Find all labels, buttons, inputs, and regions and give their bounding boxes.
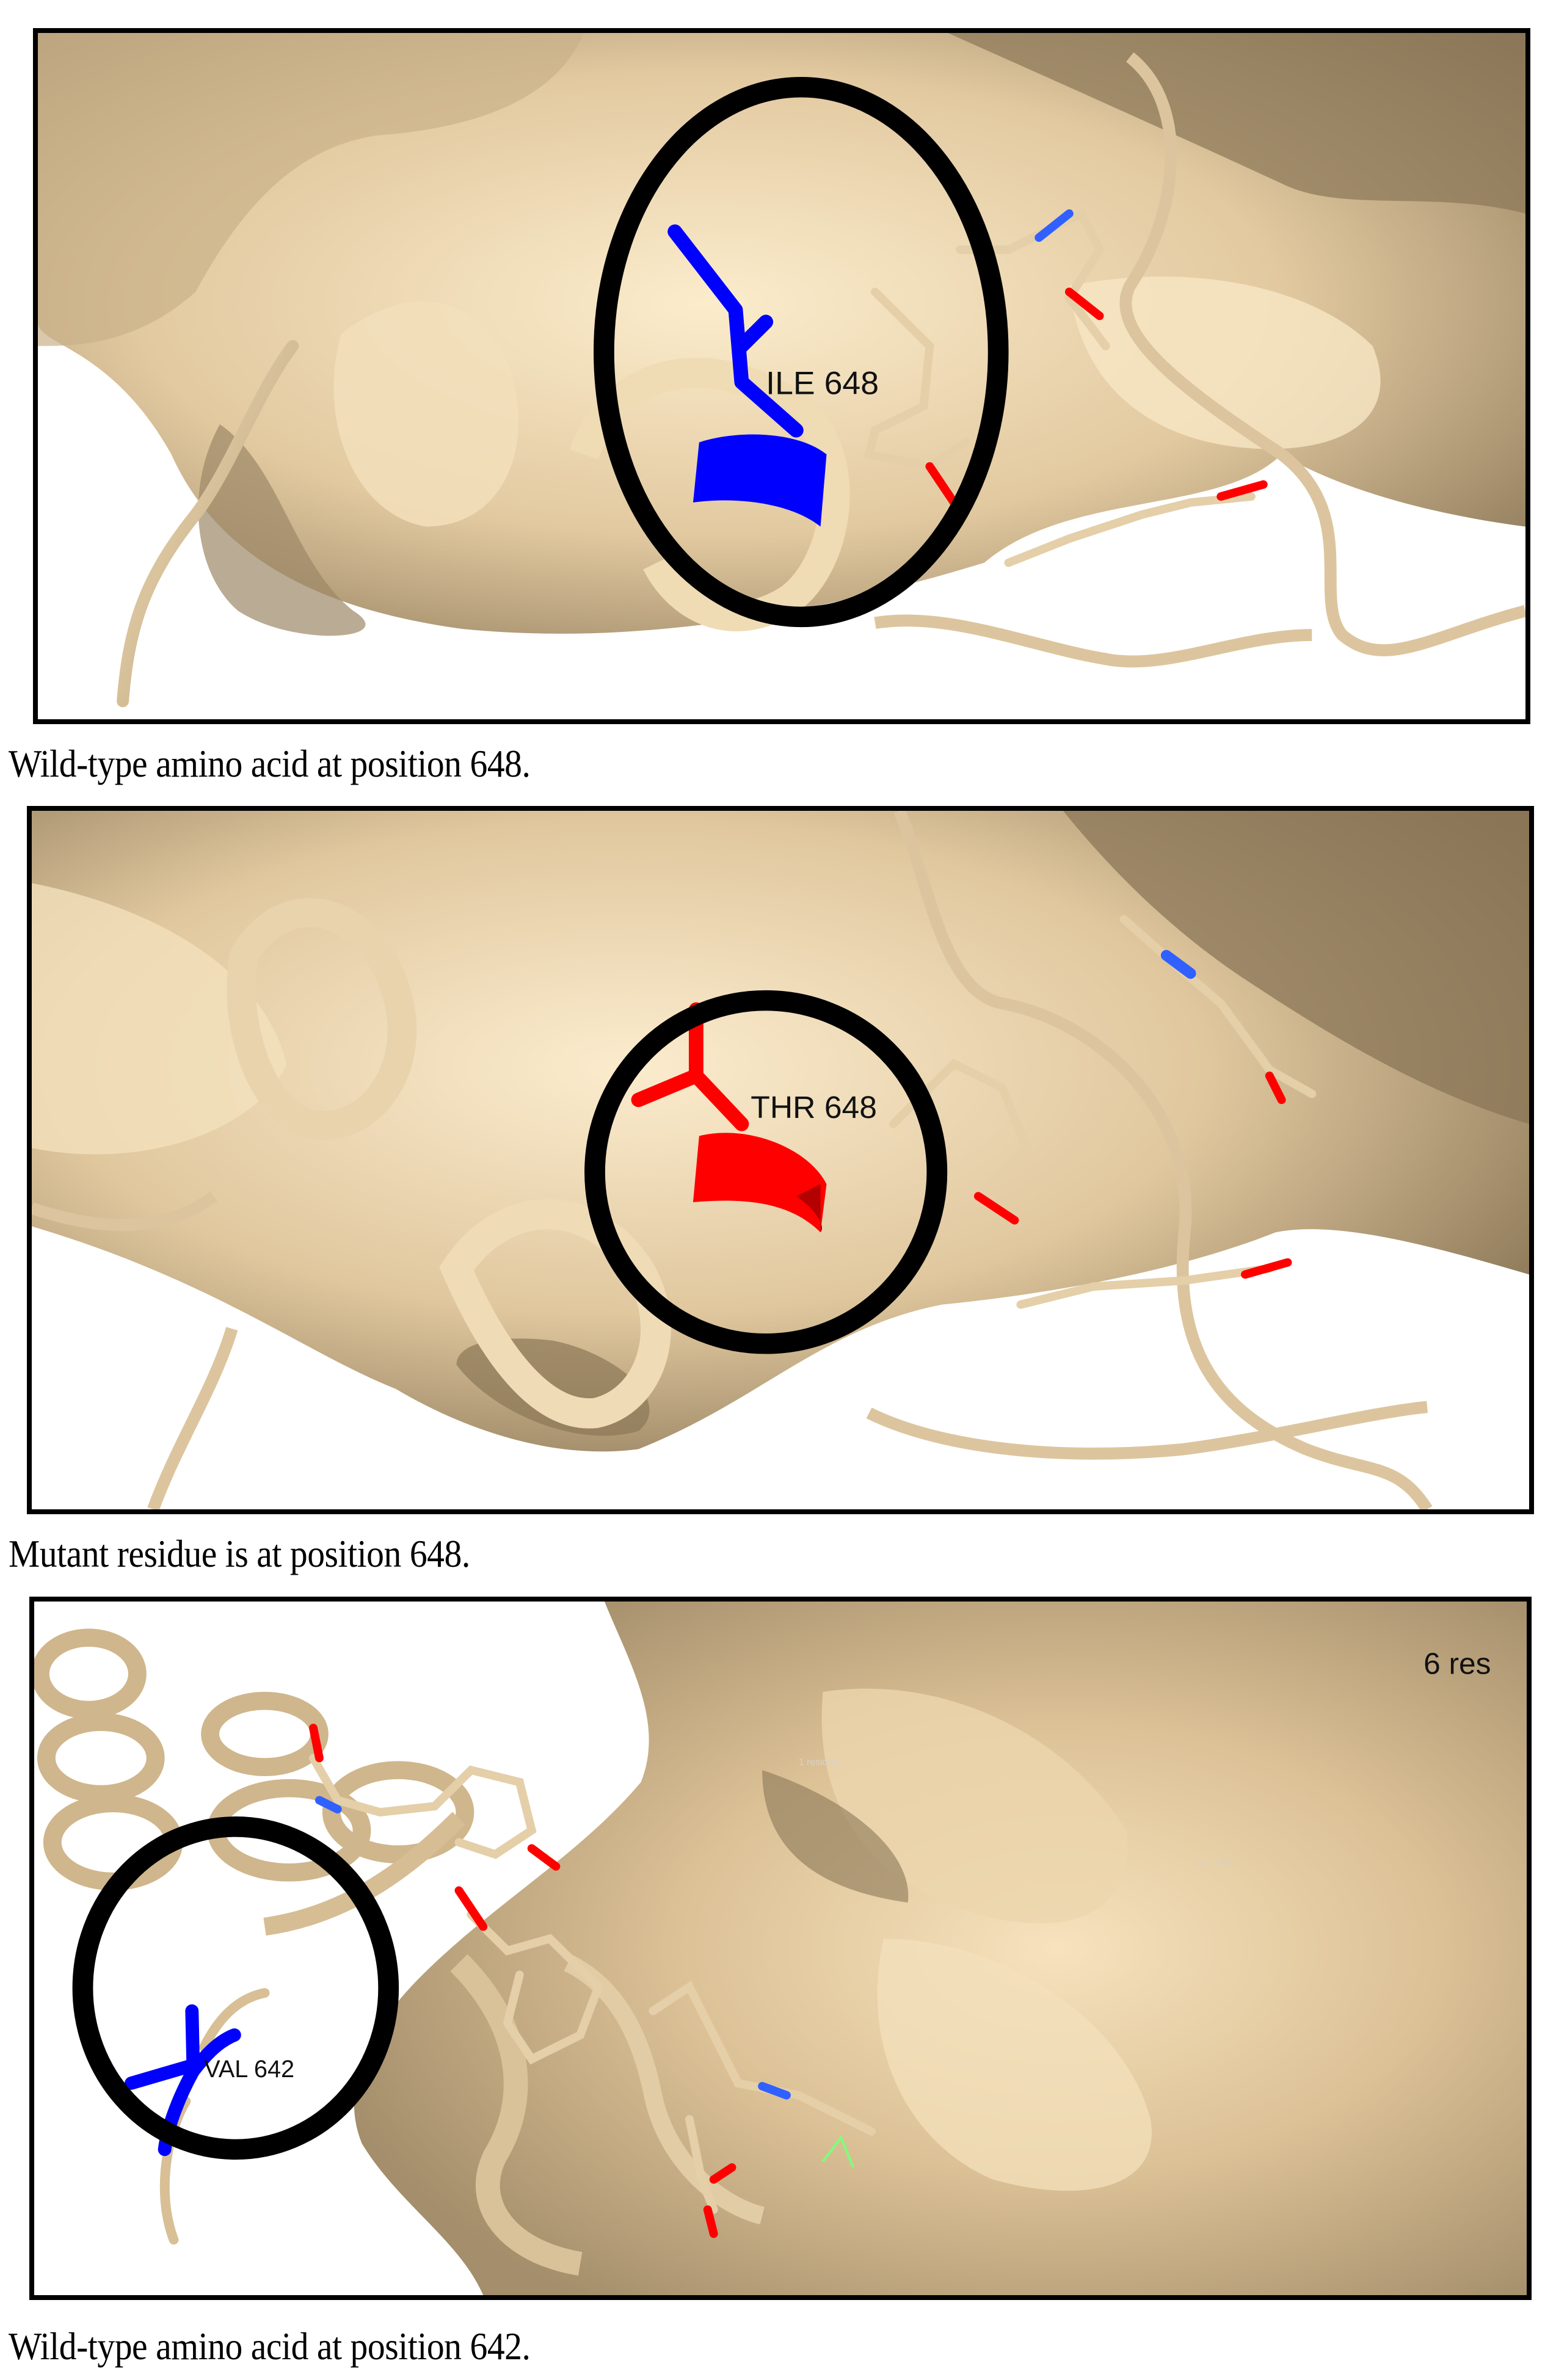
residue-label-thr-648: THR 648: [751, 1089, 877, 1125]
panel-mutant-648: THR 648: [27, 806, 1534, 1514]
residue-label-ile-648: ILE 648: [766, 366, 879, 402]
residue-label-val-642: VAL 642: [204, 2056, 294, 2083]
panel-wild-type-642: VAL 642 6 res 1 residue VAL 1642: [29, 1597, 1532, 2300]
highlight-ring: [594, 76, 1009, 628]
caption-mutant-648: Mutant residue is at position 648.: [9, 1532, 470, 1575]
protein-structure-render: VAL 642 6 res 1 residue VAL 1642: [34, 1602, 1527, 2295]
residue-highlight-thr-648: [631, 1002, 827, 1233]
faint-val-label: VAL 1642: [1196, 1857, 1233, 1867]
protein-structure-render: THR 648: [32, 811, 1529, 1509]
caption-wild-type-642: Wild-type amino acid at position 642.: [9, 2324, 531, 2368]
protein-structure-render: ILE 648: [38, 33, 1525, 708]
one-residue-label: 1 residue: [799, 1757, 839, 1768]
panel-wild-type-648: ILE 648: [33, 28, 1530, 724]
highlight-ring: [72, 1816, 399, 2160]
caption-wild-type-648: Wild-type amino acid at position 648.: [9, 742, 531, 785]
highlight-ring: [584, 990, 948, 1354]
residue-count-label: 6 res: [1423, 1647, 1491, 1680]
residue-highlight-ile-648: [667, 224, 827, 527]
